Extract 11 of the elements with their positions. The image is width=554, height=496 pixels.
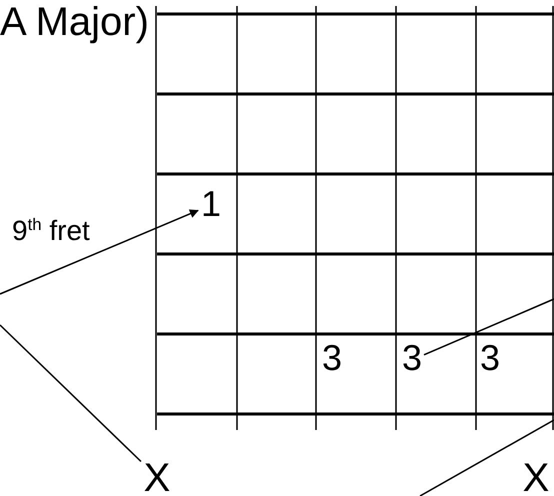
chord-title: A Major) [0,2,149,42]
leader-line [424,298,554,356]
fret-marker: 3 [320,340,344,380]
fret-marker: X [141,458,173,496]
leader-line [0,324,142,462]
fret-marker: X [520,458,552,496]
fret-marker: 3 [400,340,424,380]
arrow [0,209,199,295]
fret-marker: 3 [478,340,502,380]
fret-marker: 1 [198,186,224,224]
fret-label: 9$^{th}$ fret [12,217,90,245]
